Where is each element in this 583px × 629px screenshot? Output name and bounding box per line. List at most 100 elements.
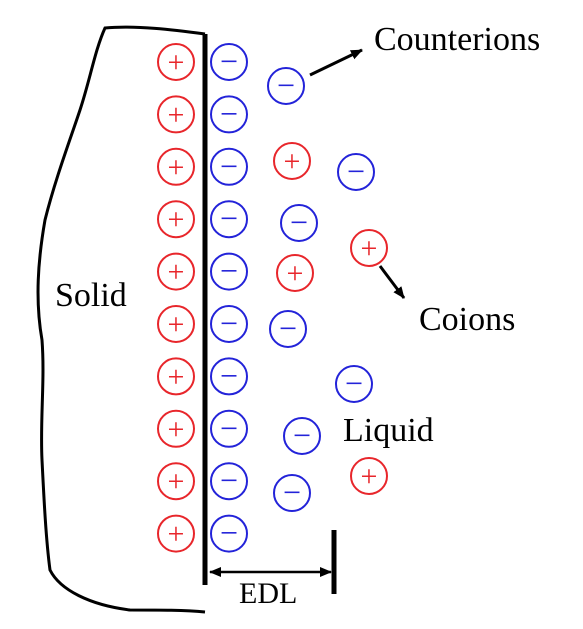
adsorbed-negative-charges: − − − − − − − − − −	[210, 43, 248, 553]
adsorbed-negative-ion-sign: −	[220, 462, 238, 498]
surface-positive-ion: +	[157, 357, 195, 396]
adsorbed-negative-ion: −	[210, 200, 248, 239]
adsorbed-negative-ion-circle	[210, 514, 248, 553]
diffuse-negative-ion-circle	[337, 153, 375, 191]
surface-positive-ion-circle	[157, 200, 195, 239]
diffuse-positive-ion-circle	[273, 142, 311, 180]
diffuse-positive-ion: +	[350, 457, 388, 495]
diffuse-negative-ion: −	[269, 310, 307, 348]
surface-positive-ion-circle	[157, 252, 195, 291]
diffuse-positive-ion-sign: +	[361, 460, 378, 493]
surface-positive-ion-sign: +	[168, 360, 185, 393]
diffuse-layer-ions: −−−−−−−++++	[267, 67, 388, 512]
diffuse-negative-ion: −	[283, 417, 321, 455]
diffuse-positive-ion: +	[350, 229, 388, 267]
diffuse-negative-ion-sign: −	[347, 153, 365, 189]
surface-positive-ion-circle	[157, 409, 195, 448]
adsorbed-negative-ion-sign: −	[220, 357, 238, 393]
surface-positive-ion-sign: +	[168, 518, 185, 551]
surface-positive-charges: + + + + + + + + + +	[157, 43, 195, 553]
adsorbed-negative-ion-sign: −	[220, 253, 238, 289]
surface-positive-ion: +	[157, 409, 195, 448]
diffuse-negative-ion-sign: −	[293, 417, 311, 453]
adsorbed-negative-ion: −	[210, 514, 248, 553]
surface-positive-ion-circle	[157, 147, 195, 186]
diffuse-negative-ion-circle	[283, 417, 321, 455]
surface-positive-ion-sign: +	[168, 308, 185, 341]
diffuse-positive-ion: +	[273, 142, 311, 180]
adsorbed-negative-ion-circle	[210, 252, 248, 291]
diffuse-positive-ion-circle	[350, 457, 388, 495]
liquid-label: Liquid	[343, 412, 434, 449]
surface-positive-ion-circle	[157, 43, 195, 81]
adsorbed-negative-ion: −	[210, 409, 248, 448]
adsorbed-negative-ion: −	[210, 252, 248, 291]
surface-positive-ion: +	[157, 43, 195, 81]
diffuse-negative-ion-sign: −	[277, 67, 295, 103]
adsorbed-negative-ion-sign: −	[220, 43, 238, 79]
edl-label: EDL	[239, 577, 297, 610]
adsorbed-negative-ion-sign: −	[220, 515, 238, 551]
surface-positive-ion-sign: +	[168, 256, 185, 289]
diffuse-positive-ion-circle	[276, 254, 314, 292]
surface-positive-ion: +	[157, 252, 195, 291]
surface-positive-ion: +	[157, 95, 195, 134]
diffuse-negative-ion-circle	[269, 310, 307, 348]
diffuse-negative-ion-sign: −	[279, 310, 297, 346]
surface-positive-ion-circle	[157, 462, 195, 501]
diffuse-positive-ion-circle	[350, 229, 388, 267]
surface-positive-ion: +	[157, 462, 195, 501]
coions-pointer-arrow	[378, 265, 406, 299]
adsorbed-negative-ion-circle	[210, 95, 248, 134]
surface-positive-ion: +	[157, 147, 195, 186]
diffuse-positive-ion-sign: +	[361, 232, 378, 265]
adsorbed-negative-ion-circle	[210, 305, 248, 343]
diffuse-positive-ion: +	[276, 254, 314, 292]
adsorbed-negative-ion-circle	[210, 43, 248, 81]
surface-positive-ion: +	[157, 514, 195, 553]
adsorbed-negative-ion-sign: −	[220, 200, 238, 236]
diffuse-negative-ion: −	[335, 365, 373, 403]
surface-positive-ion-sign: +	[168, 465, 185, 498]
adsorbed-negative-ion-sign: −	[220, 95, 238, 131]
surface-positive-ion-sign: +	[168, 98, 185, 131]
diffuse-negative-ion-circle	[267, 67, 305, 105]
adsorbed-negative-ion-sign: −	[220, 305, 238, 341]
adsorbed-negative-ion: −	[210, 95, 248, 134]
diffuse-negative-ion-sign: −	[283, 474, 301, 510]
adsorbed-negative-ion-circle	[210, 147, 248, 186]
diffuse-negative-ion: −	[267, 67, 305, 105]
adsorbed-negative-ion-circle	[210, 462, 248, 501]
adsorbed-negative-ion: −	[210, 43, 248, 81]
diffuse-negative-ion-circle	[273, 474, 311, 512]
counterions-pointer-arrow	[309, 48, 363, 77]
diffuse-negative-ion: −	[273, 474, 311, 512]
surface-positive-ion-circle	[157, 357, 195, 396]
coions-label: Coions	[419, 301, 515, 338]
diffuse-negative-ion-circle	[335, 365, 373, 403]
adsorbed-negative-ion-circle	[210, 409, 248, 448]
surface-positive-ion-circle	[157, 305, 195, 343]
surface-positive-ion-circle	[157, 95, 195, 134]
diffuse-negative-ion-sign: −	[290, 204, 308, 240]
surface-positive-ion: +	[157, 305, 195, 343]
diffuse-negative-ion: −	[337, 153, 375, 191]
adsorbed-negative-ion: −	[210, 305, 248, 343]
adsorbed-negative-ion: −	[210, 462, 248, 501]
adsorbed-negative-ion-sign: −	[220, 148, 238, 184]
surface-positive-ion-sign: +	[168, 151, 185, 184]
adsorbed-negative-ion-circle	[210, 357, 248, 396]
surface-positive-ion-sign: +	[168, 203, 185, 236]
solid-body-outline	[36, 25, 206, 614]
diffuse-positive-ion-sign: +	[287, 257, 304, 290]
diffuse-positive-ion-sign: +	[284, 145, 301, 178]
adsorbed-negative-ion: −	[210, 147, 248, 186]
solid-label: Solid	[55, 277, 127, 314]
adsorbed-negative-ion-sign: −	[220, 410, 238, 446]
diffuse-negative-ion-sign: −	[345, 365, 363, 401]
surface-positive-ion: +	[157, 200, 195, 239]
adsorbed-negative-ion: −	[210, 357, 248, 396]
diffuse-negative-ion-circle	[280, 204, 318, 242]
